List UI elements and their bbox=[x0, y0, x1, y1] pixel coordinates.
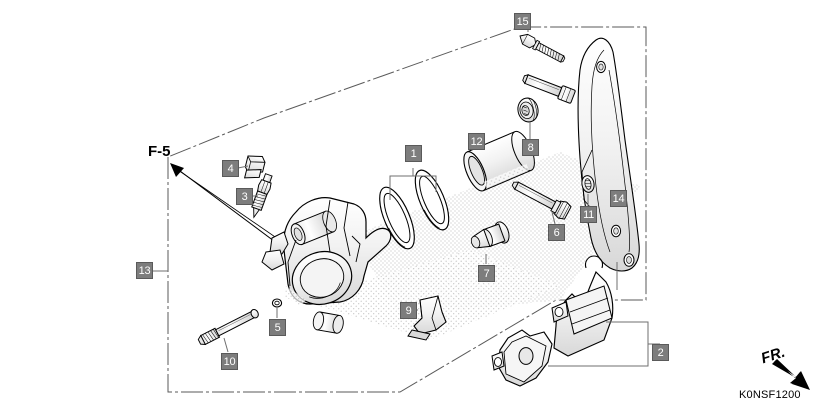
front-direction-arrow-icon bbox=[772, 359, 810, 390]
callout-9[interactable]: 9 bbox=[400, 302, 417, 319]
group-boundary-13 bbox=[167, 26, 647, 393]
callout-11[interactable]: 11 bbox=[580, 206, 597, 223]
part-11-dust-seal bbox=[581, 175, 595, 206]
part-2-brake-pad-set bbox=[491, 255, 660, 387]
callout-8[interactable]: 8 bbox=[522, 139, 539, 156]
part-6-caliper-bolt bbox=[511, 181, 572, 225]
drawing-part-number: K0NSF1200 bbox=[739, 389, 801, 401]
callout-7[interactable]: 7 bbox=[478, 265, 495, 282]
callout-12[interactable]: 12 bbox=[468, 133, 485, 150]
callout-2[interactable]: 2 bbox=[652, 344, 669, 361]
callout-5[interactable]: 5 bbox=[269, 319, 286, 336]
part-3-bleed-valve bbox=[248, 173, 273, 219]
part-10-slide-pin bbox=[197, 308, 259, 353]
callout-15[interactable]: 15 bbox=[514, 13, 531, 30]
callout-3[interactable]: 3 bbox=[236, 188, 253, 205]
callout-4[interactable]: 4 bbox=[222, 160, 239, 177]
part-9-pad-spring bbox=[407, 295, 447, 341]
part-15-flange-bolt bbox=[519, 23, 566, 63]
part-7-pad-pin bbox=[470, 221, 510, 264]
part-13-caliper-assembly bbox=[261, 197, 392, 334]
part-5-o-ring bbox=[271, 298, 283, 318]
callout-1[interactable]: 1 bbox=[405, 145, 422, 162]
callout-14[interactable]: 14 bbox=[610, 190, 627, 207]
part-1-piston-seal-set bbox=[379, 168, 450, 250]
section-reference-label: F-5 bbox=[148, 143, 171, 160]
part-4-bleed-valve-cap bbox=[237, 155, 266, 179]
callout-13[interactable]: 13 bbox=[136, 262, 153, 279]
callout-6[interactable]: 6 bbox=[548, 224, 565, 241]
callout-10[interactable]: 10 bbox=[221, 353, 238, 370]
part-8-pin-boot bbox=[517, 97, 539, 140]
